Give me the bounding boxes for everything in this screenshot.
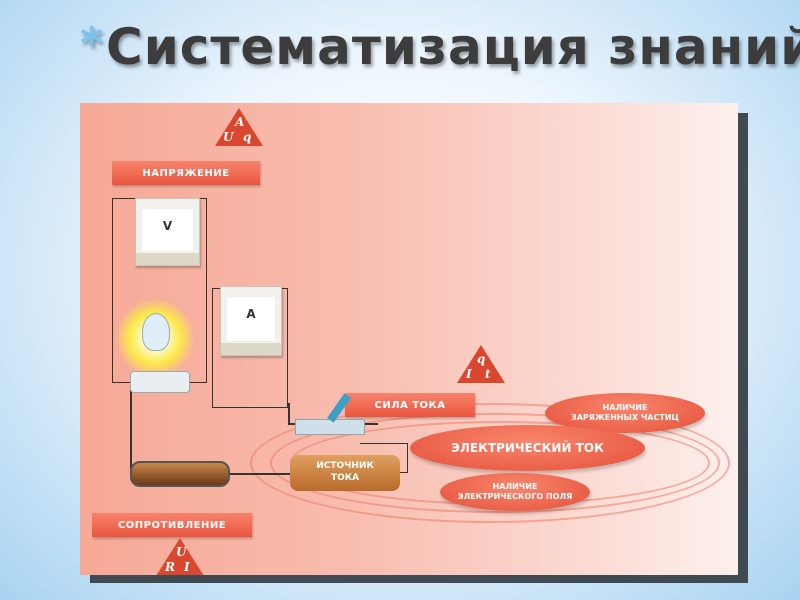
formula-left: U xyxy=(223,130,234,144)
field-line1: НАЛИЧИЕ xyxy=(492,482,538,491)
formula-top: U xyxy=(176,545,187,559)
charged-line2: ЗАРЯЖЕННЫХ ЧАСТИЦ xyxy=(571,413,679,422)
resistance-label: СОПРОТИВЛЕНИЕ xyxy=(117,519,227,531)
light-bulb-icon xyxy=(142,313,170,351)
voltage-banner: НАПРЯЖЕНИЕ xyxy=(112,161,260,185)
electric-current-label: ЭЛЕКТРИЧЕСКИЙ ТОК xyxy=(451,441,604,455)
bullet-star: * xyxy=(80,18,105,69)
formula-right: t xyxy=(485,367,491,381)
switch-icon xyxy=(295,419,365,435)
voltmeter: V xyxy=(135,198,200,266)
source-line1: ИСТОЧНИК xyxy=(316,461,374,471)
rheostat-icon xyxy=(130,461,230,487)
resistance-banner: СОПРОТИВЛЕНИЕ xyxy=(92,513,252,537)
electric-current-ellipse: ЭЛЕКТРИЧЕСКИЙ ТОК xyxy=(410,425,645,471)
charged-line1: НАЛИЧИЕ xyxy=(602,403,648,412)
formula-top: A xyxy=(235,115,245,129)
wire xyxy=(130,383,132,473)
voltmeter-label: V xyxy=(162,219,173,233)
current-source-battery: ИСТОЧНИК ТОКА xyxy=(290,455,400,491)
decor-ring xyxy=(250,403,730,523)
ammeter-label: A xyxy=(246,307,256,321)
current-label: СИЛА ТОКА xyxy=(374,399,446,411)
field-line2: ЭЛЕКТРИЧЕСКОГО ПОЛЯ xyxy=(457,492,573,501)
slide-title: *Систематизация знаний: xyxy=(80,18,800,76)
formula-right: q xyxy=(243,130,252,144)
formula-left: I xyxy=(466,367,472,381)
formula-triangle-resistance xyxy=(156,538,204,575)
electric-field-ellipse: НАЛИЧИЕ ЭЛЕКТРИЧЕСКОГО ПОЛЯ xyxy=(440,473,590,511)
formula-right: I xyxy=(184,560,190,574)
formula-triangle-current xyxy=(457,345,505,383)
formula-top: q xyxy=(477,352,486,366)
circuit-diagram: A U q НАПРЯЖЕНИЕ V A q I t СИЛА ТОКА ИСТ… xyxy=(80,103,738,575)
current-banner: СИЛА ТОКА xyxy=(345,393,475,417)
decor-ring xyxy=(270,413,720,513)
formula-triangle-voltage xyxy=(215,108,263,146)
source-line2: ТОКА xyxy=(330,473,360,483)
voltage-label: НАПРЯЖЕНИЕ xyxy=(142,167,230,179)
formula-left: R xyxy=(165,560,175,574)
wire xyxy=(288,403,290,423)
ammeter: A xyxy=(220,286,282,356)
slide-title-text: Систематизация знаний: xyxy=(106,18,800,76)
bulb-base xyxy=(130,371,190,393)
